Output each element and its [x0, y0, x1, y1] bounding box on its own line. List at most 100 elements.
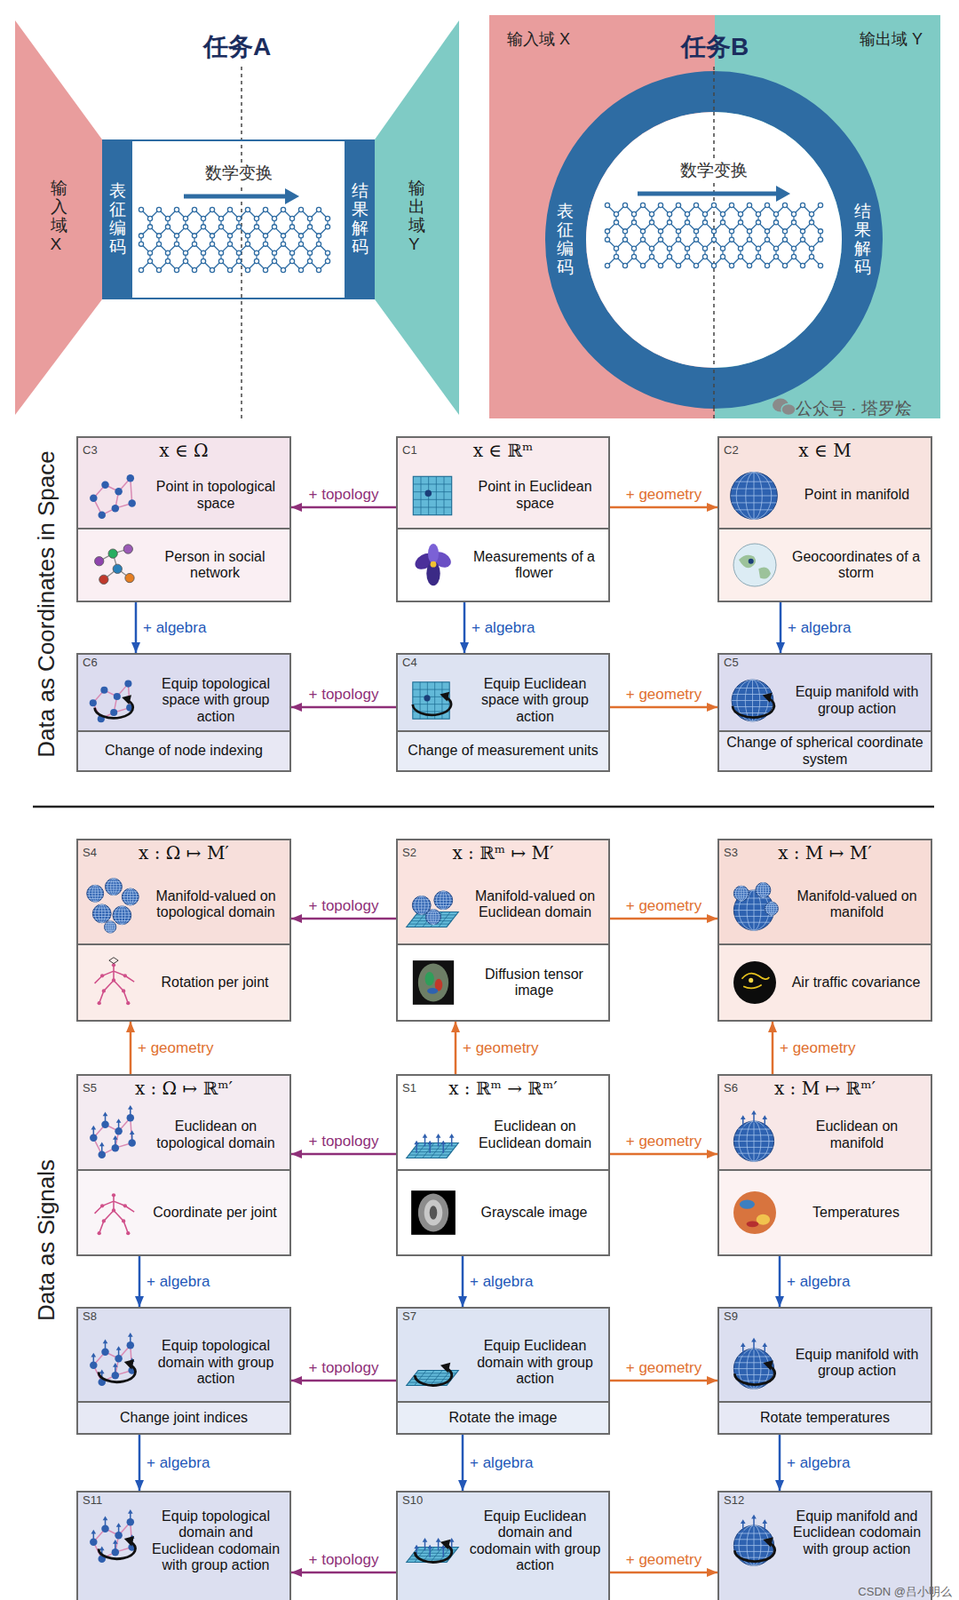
section-label: Data as Coordinates in Space	[32, 450, 61, 757]
graph-card: S2x : ℝᵐ ↦ M′Manifold-valued on Euclidea…	[396, 838, 611, 1022]
network-illustration-part	[262, 241, 268, 246]
card-icon-part	[124, 887, 137, 905]
network-illustration-part	[182, 258, 188, 263]
card-icon-part	[104, 920, 117, 933]
card-icon-part	[127, 1331, 134, 1337]
network-illustration-part	[156, 267, 161, 272]
card-icon-part	[104, 1114, 107, 1124]
network-illustration-part	[209, 267, 214, 272]
network-illustration-part	[138, 267, 143, 272]
network-illustration-part	[324, 224, 330, 230]
network-illustration-part	[174, 206, 179, 212]
network-illustration-part	[649, 220, 654, 225]
card-icon-part	[121, 887, 139, 905]
card-icon-part	[443, 890, 444, 910]
card-icon-part	[110, 920, 111, 933]
network-illustration-part	[764, 202, 769, 207]
codec-bar: 表征编码	[102, 139, 133, 300]
example-box: Coordinate per joint	[78, 1168, 290, 1254]
network-illustration-part	[720, 211, 725, 216]
card-icon-part	[418, 895, 425, 915]
codec-label: 结果解码	[854, 202, 872, 278]
example-icon-part	[738, 554, 756, 569]
example-icon	[406, 955, 460, 1009]
card-id: C3	[78, 443, 118, 458]
card-icon-part	[98, 510, 106, 518]
card-icon-part	[89, 493, 97, 501]
example-icon-part	[95, 964, 135, 1003]
example-icon-part	[412, 959, 454, 1005]
example-icon-part	[126, 1000, 130, 1005]
card-header: S4x : Ω ↦ M′	[78, 840, 290, 865]
card-body: Point in topological space	[78, 462, 290, 528]
connector-arrow	[610, 1570, 718, 1574]
card-formula: x ∈ Ω	[117, 439, 251, 461]
card-icon-part	[740, 885, 742, 901]
card-icon-part	[735, 885, 747, 901]
card-description: Equip Euclidean domain and codomain with…	[467, 1507, 603, 1574]
example-label: Rotate the image	[449, 1409, 558, 1426]
task-panel: 任务A输入域X数学变换表征编码结果解码输出域Y	[15, 15, 460, 419]
graph-card: C2x ∈ MPoint in manifoldGeocoordinates o…	[717, 435, 933, 603]
network-illustration-part	[622, 237, 627, 242]
network-illustration-part	[720, 253, 725, 259]
card-icon-part	[434, 890, 453, 910]
network-illustration-part	[236, 250, 241, 255]
card-top: C5Equip manifold with group action	[719, 654, 931, 730]
network-illustration-part	[800, 229, 805, 234]
card-header: C1x ∈ ℝᵐ	[397, 437, 609, 463]
card-icon-part	[751, 1337, 757, 1342]
card-icon-part	[413, 1375, 454, 1377]
card-icon	[724, 466, 784, 525]
example-icon-part	[123, 1203, 127, 1207]
example-label: Geocoordinates of a storm	[786, 548, 926, 582]
network-illustration	[586, 111, 842, 368]
network-illustration-part	[631, 245, 636, 251]
card-icon-part	[420, 895, 422, 915]
card-header: S8	[78, 1307, 290, 1324]
connector-arrow	[134, 602, 138, 653]
card-icon-part	[110, 708, 118, 716]
label-wrap: 公众号 · 塔罗烩	[795, 397, 912, 419]
connector-arrow	[291, 1570, 397, 1574]
edge-label-wrap: + geometry	[626, 485, 703, 504]
example-label: Grayscale image	[480, 1204, 587, 1221]
network-illustration-part	[800, 237, 805, 242]
card-icon-part	[425, 489, 433, 497]
card-icon-part	[740, 1518, 746, 1523]
edge-label: + algebra	[786, 1272, 850, 1291]
transform-box: 数学变换表征编码结果解码	[102, 139, 375, 300]
network-illustration-part	[307, 224, 312, 230]
card-header: C3x ∈ Ω	[78, 437, 290, 463]
card-body: Point in manifold	[719, 462, 931, 528]
card-icon-part	[434, 681, 436, 719]
card-icon-part	[752, 1516, 755, 1526]
card-icon-part	[439, 691, 450, 702]
network-illustration-part	[773, 245, 778, 251]
example-icon-part	[102, 1218, 106, 1222]
network-illustration-part	[174, 233, 179, 238]
network-illustration-part	[800, 262, 805, 268]
card-icon-part	[118, 905, 126, 925]
network-illustration-part	[684, 211, 690, 216]
network-illustration-part	[289, 215, 294, 221]
card-description: Equip Euclidean space with group action	[467, 675, 603, 725]
example-icon-part	[95, 1194, 135, 1233]
edge-label-wrap: + topology	[309, 896, 380, 915]
codec-bar: 结果解码	[344, 139, 375, 300]
card-icon-part	[408, 1153, 449, 1155]
network-illustration-part	[702, 245, 707, 251]
network-illustration-part	[773, 253, 778, 259]
network-illustration-part	[298, 206, 303, 212]
card-description: Equip manifold and Euclidean codomain wi…	[788, 1507, 926, 1557]
network-illustration-part	[316, 206, 321, 212]
card-icon-part	[126, 473, 135, 481]
network-illustration-part	[808, 245, 814, 251]
network-illustration-part	[218, 258, 223, 263]
card-icon-part	[127, 1104, 134, 1110]
network-illustration-part	[298, 267, 303, 272]
edge-label: + algebra	[786, 1453, 850, 1472]
example-box: Rotate the image	[397, 1400, 609, 1433]
card-id: C1	[397, 443, 437, 458]
graph-card: S1x : ℝᵐ → ℝᵐ′Euclidean on Euclidean dom…	[396, 1073, 611, 1256]
